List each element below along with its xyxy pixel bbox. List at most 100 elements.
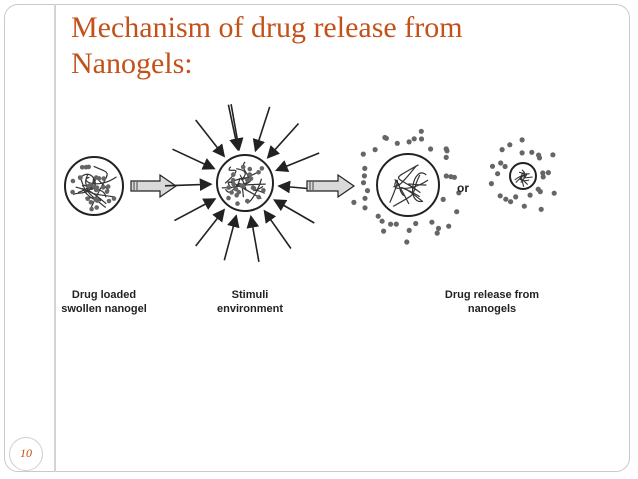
released-swollen-nanogel	[351, 128, 462, 245]
drug-molecule	[454, 209, 460, 215]
drug-molecule	[507, 142, 513, 148]
polymer-chain	[85, 174, 107, 198]
drug-molecule	[394, 140, 400, 146]
drug-molecule	[100, 185, 106, 190]
polymer-chain	[224, 182, 244, 198]
drug-molecule	[406, 139, 412, 145]
drug-molecule	[93, 196, 98, 202]
drug-molecule	[362, 195, 368, 201]
drug-molecule	[489, 163, 496, 169]
drug-molecule	[86, 183, 91, 189]
caption-drug-loaded-1: Drug loaded	[72, 289, 136, 301]
released-drug	[488, 137, 557, 212]
stimulus-arrow	[246, 214, 260, 262]
stimulus-arrow	[172, 148, 216, 170]
drug-molecule	[545, 170, 552, 176]
caption-release-2: nanogels	[468, 303, 516, 315]
drug-molecule	[230, 177, 236, 183]
drug-molecule	[527, 192, 533, 198]
drug-molecule	[106, 198, 112, 204]
drug-molecule	[229, 190, 234, 195]
drug-molecule	[404, 239, 410, 245]
drug-molecule	[393, 221, 399, 227]
drug-molecule	[435, 225, 442, 231]
drug-molecule	[104, 189, 110, 194]
drug-molecule	[503, 196, 509, 202]
drug-molecule	[111, 196, 117, 201]
caption-stimuli-2: environment	[217, 303, 283, 315]
polymer-chain	[521, 172, 525, 187]
released-drug	[351, 128, 462, 245]
drug-molecule	[256, 194, 262, 200]
drug-molecule	[233, 186, 239, 192]
drug-molecule	[406, 227, 412, 233]
process-arrow-1	[130, 173, 178, 199]
stimulus-arrow	[266, 122, 300, 159]
drug-molecule	[495, 171, 501, 177]
caption-stimuli-1: Stimuli	[232, 289, 269, 301]
drug-molecule	[360, 180, 367, 186]
drug-molecule	[540, 174, 546, 180]
drug-molecule	[418, 128, 424, 134]
drug-molecule	[551, 190, 557, 196]
drug-molecule	[360, 151, 366, 157]
drug-molecule	[247, 166, 253, 172]
stimulus-arrow	[227, 104, 242, 152]
drug-molecule	[519, 137, 525, 143]
polymer-chain	[224, 166, 237, 184]
drug-molecule	[443, 154, 449, 160]
drug-molecule	[497, 193, 503, 199]
slide-title-line-1: Mechanism of drug release from	[71, 11, 463, 44]
caption-drug-loaded-2: swollen nanogel	[61, 303, 147, 315]
drug-molecule	[248, 176, 254, 181]
drug-molecule	[418, 136, 425, 142]
drug-molecule	[86, 164, 91, 170]
polymer-chain	[412, 172, 427, 202]
polymer-network	[389, 164, 429, 207]
drug-molecule	[382, 134, 388, 141]
page-number-badge: 10	[9, 437, 43, 471]
stimulus-arrow	[275, 152, 320, 173]
drug-molecule	[256, 170, 261, 175]
polymer-chain	[392, 174, 421, 207]
drug-molecule	[351, 199, 357, 205]
drug-molecule	[413, 220, 419, 227]
polymer-chain	[72, 177, 95, 196]
polymer-chain	[519, 178, 530, 185]
drug-molecule	[428, 146, 434, 152]
stimulus-arrow	[164, 178, 213, 191]
drug-molecule	[502, 163, 508, 170]
drug-molecule	[521, 203, 527, 209]
drug-molecule	[235, 201, 240, 206]
stimuli-arrows	[164, 104, 325, 262]
drug-molecule	[240, 164, 246, 170]
drug-molecule	[77, 175, 83, 180]
slide-left-rule	[54, 4, 56, 472]
drug-molecule	[94, 205, 99, 210]
drug-molecule	[372, 147, 378, 153]
encapsulated-drug	[70, 164, 117, 212]
drug-molecule	[245, 177, 250, 183]
drug-molecule	[85, 196, 90, 201]
drug-molecule	[362, 165, 368, 171]
drug-molecule	[499, 147, 505, 153]
drug-molecule	[89, 206, 94, 212]
drug-molecule	[411, 136, 417, 142]
drug-molecule	[88, 200, 94, 205]
drug-molecule	[538, 206, 544, 212]
drug-molecule	[388, 221, 394, 227]
drug-molecule	[446, 223, 452, 229]
drug-molecule	[259, 166, 265, 171]
polymer-chain	[394, 179, 410, 205]
stimulus-arrow	[195, 119, 226, 158]
drug-molecule	[70, 189, 75, 195]
drug-molecule	[540, 170, 546, 176]
drug-molecule	[79, 165, 85, 170]
caption-release-1: Drug release from	[445, 289, 539, 301]
drug-molecule	[105, 184, 111, 189]
drug-molecule	[247, 172, 252, 177]
page-number: 10	[20, 446, 32, 460]
polymer-chain	[521, 169, 533, 179]
drug-molecule	[536, 155, 543, 161]
